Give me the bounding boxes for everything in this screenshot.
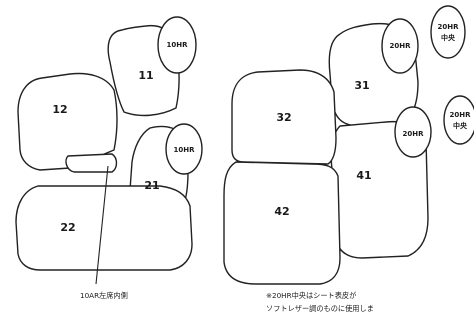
label-center-mid-2: 中央	[453, 121, 468, 130]
label-31: 31	[354, 79, 369, 92]
label-center-top-2: 中央	[441, 33, 456, 42]
label-20hr-top: 20HR	[390, 42, 412, 50]
label-left-note: 10AR左席内側	[80, 291, 128, 300]
label-41: 41	[356, 169, 371, 182]
label-12: 12	[52, 103, 67, 116]
label-21: 21	[144, 179, 159, 192]
headrest-20hr-center-top	[430, 5, 466, 59]
right-seat	[223, 18, 432, 285]
backrest-part-42	[223, 161, 341, 285]
headrest-10hr-mid	[165, 123, 203, 175]
headrest-20hr-mid	[394, 106, 432, 158]
center-strap	[65, 153, 118, 173]
label-10hr-mid: 10HR	[174, 146, 196, 154]
label-22: 22	[60, 221, 75, 234]
footnote-line-1: ※20HR中央はシート表皮が	[266, 291, 356, 300]
headrest-20hr-center-mid	[443, 95, 474, 145]
label-10hr-top: 10HR	[167, 41, 189, 49]
backrest-part-32	[231, 69, 337, 165]
headrest-10hr-top	[157, 16, 197, 74]
label-center-top-1: 20HR	[438, 23, 460, 31]
label-11: 11	[138, 69, 153, 82]
label-center-mid-1: 20HR	[450, 111, 472, 119]
label-32: 32	[276, 111, 291, 124]
headrest-20hr-top	[381, 18, 419, 74]
label-42: 42	[274, 205, 289, 218]
footnote-line-2: ソフトレザー調のものに使用しま	[266, 304, 374, 313]
note-leader-line	[95, 165, 109, 285]
label-20hr-mid: 20HR	[403, 130, 425, 138]
cushion-part-22	[15, 185, 193, 271]
side-headrests	[430, 5, 474, 145]
left-seat	[15, 16, 203, 285]
